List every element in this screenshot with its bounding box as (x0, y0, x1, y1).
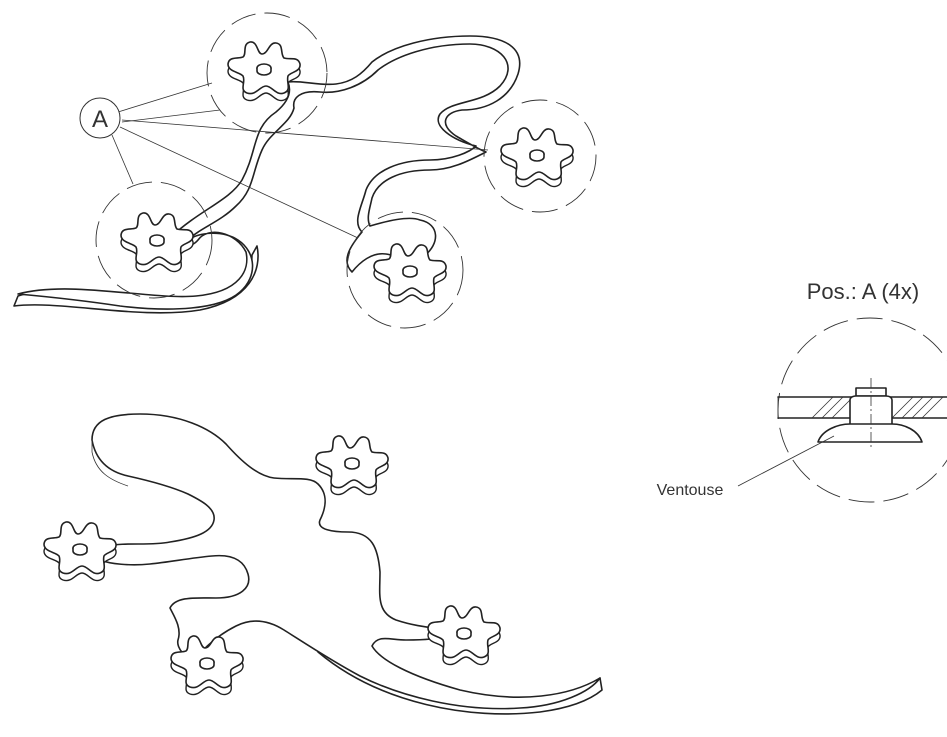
ventouse-label: Ventouse (657, 482, 724, 499)
section-hatching (811, 396, 944, 419)
callout-bubble (79, 97, 121, 139)
detail-view-a: Pos.: A (4x) Ventouse (657, 279, 947, 503)
gecko-bottom-view (43, 413, 603, 715)
gecko-top-view: A (13, 12, 597, 329)
callout-letter: A (92, 106, 108, 133)
detail-title: Pos.: A (4x) (807, 279, 920, 304)
